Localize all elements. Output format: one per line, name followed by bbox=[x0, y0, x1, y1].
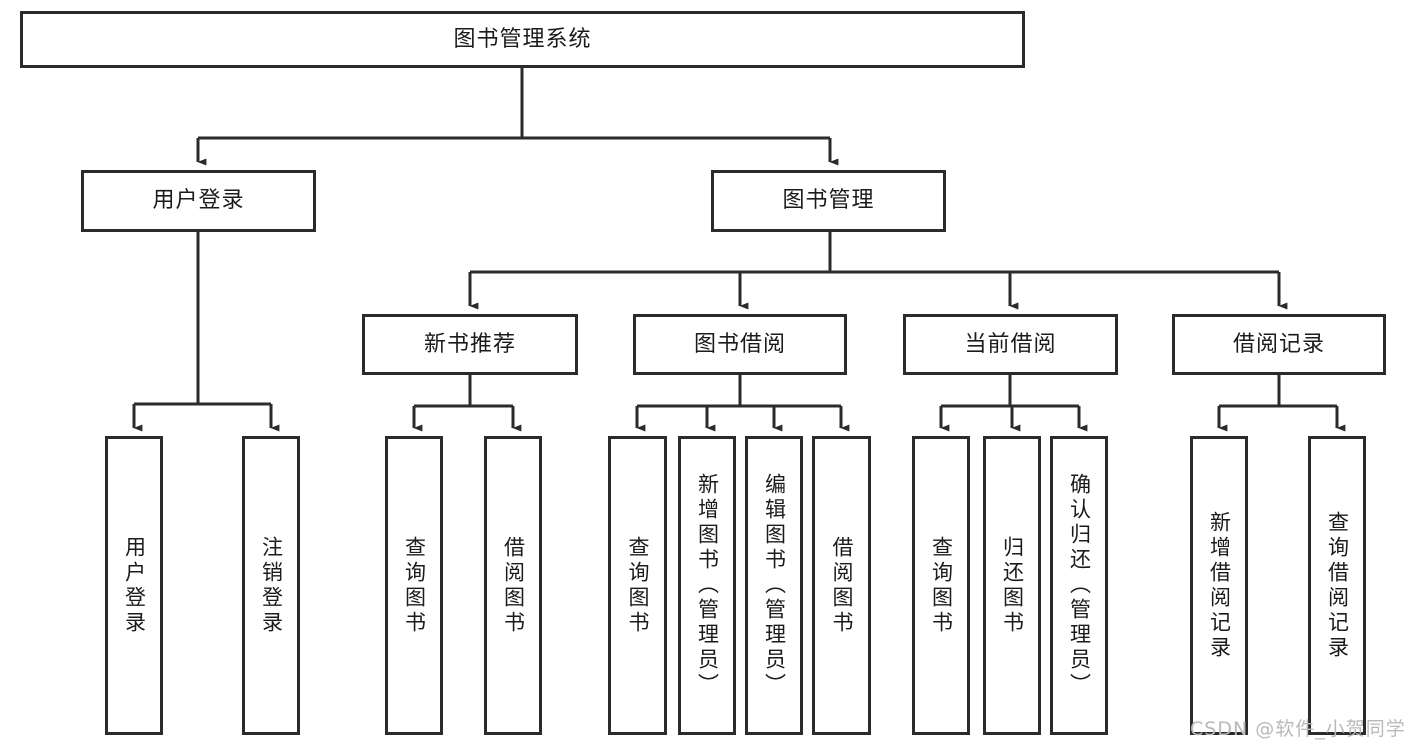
node-leaf-user-logout-label: 注销登录 bbox=[259, 536, 284, 636]
node-leaf-add-book-label: 新增图书（管理员） bbox=[695, 473, 720, 698]
node-book-borrow-label: 图书借阅 bbox=[693, 331, 786, 357]
node-book-manage-label: 图书管理 bbox=[782, 188, 875, 214]
node-current-borrow[interactable]: 当前借阅 bbox=[903, 314, 1118, 375]
node-leaf-return-book-label: 归还图书 bbox=[1000, 536, 1025, 636]
node-root[interactable]: 图书管理系统 bbox=[20, 11, 1025, 68]
node-leaf-query-book-2-label: 查询图书 bbox=[626, 536, 650, 636]
node-leaf-query-record[interactable]: 查询借阅记录 bbox=[1308, 436, 1366, 735]
node-leaf-add-record-label: 新增借阅记录 bbox=[1207, 511, 1232, 661]
node-leaf-edit-book-label: 编辑图书（管理员） bbox=[762, 473, 787, 698]
node-leaf-add-book[interactable]: 新增图书（管理员） bbox=[678, 436, 736, 735]
node-leaf-return-book[interactable]: 归还图书 bbox=[983, 436, 1041, 735]
node-new-book-recommend[interactable]: 新书推荐 bbox=[362, 314, 578, 375]
node-leaf-user-login[interactable]: 用户登录 bbox=[105, 436, 163, 735]
node-leaf-query-book-3[interactable]: 查询图书 bbox=[912, 436, 970, 735]
node-leaf-borrow-book-2[interactable]: 借阅图书 bbox=[812, 436, 871, 735]
node-leaf-query-book-1[interactable]: 查询图书 bbox=[385, 436, 443, 735]
node-leaf-add-record[interactable]: 新增借阅记录 bbox=[1190, 436, 1248, 735]
node-new-book-recommend-label: 新书推荐 bbox=[423, 331, 516, 357]
node-leaf-user-login-label: 用户登录 bbox=[122, 536, 147, 636]
node-leaf-edit-book[interactable]: 编辑图书（管理员） bbox=[745, 436, 803, 735]
node-leaf-confirm-return-label: 确认归还（管理员） bbox=[1067, 473, 1092, 698]
node-leaf-query-book-2[interactable]: 查询图书 bbox=[608, 436, 667, 735]
node-borrow-record[interactable]: 借阅记录 bbox=[1172, 314, 1386, 375]
node-root-label: 图书管理系统 bbox=[453, 26, 592, 52]
node-leaf-borrow-book-1-label: 借阅图书 bbox=[501, 536, 526, 636]
node-leaf-query-record-label: 查询借阅记录 bbox=[1325, 511, 1350, 661]
node-leaf-query-book-3-label: 查询图书 bbox=[929, 536, 954, 636]
node-borrow-record-label: 借阅记录 bbox=[1232, 331, 1325, 357]
node-leaf-borrow-book-1[interactable]: 借阅图书 bbox=[484, 436, 542, 735]
node-user-login[interactable]: 用户登录 bbox=[81, 170, 316, 232]
node-leaf-confirm-return[interactable]: 确认归还（管理员） bbox=[1050, 436, 1108, 735]
node-leaf-borrow-book-2-label: 借阅图书 bbox=[830, 536, 854, 636]
csdn-watermark: CSDN @软件_小贺同学 bbox=[1190, 718, 1405, 740]
node-user-login-label: 用户登录 bbox=[152, 188, 245, 214]
node-book-manage[interactable]: 图书管理 bbox=[711, 170, 946, 232]
node-leaf-query-book-1-label: 查询图书 bbox=[402, 536, 427, 636]
node-current-borrow-label: 当前借阅 bbox=[964, 331, 1057, 357]
node-leaf-user-logout[interactable]: 注销登录 bbox=[242, 436, 300, 735]
node-book-borrow[interactable]: 图书借阅 bbox=[633, 314, 847, 375]
